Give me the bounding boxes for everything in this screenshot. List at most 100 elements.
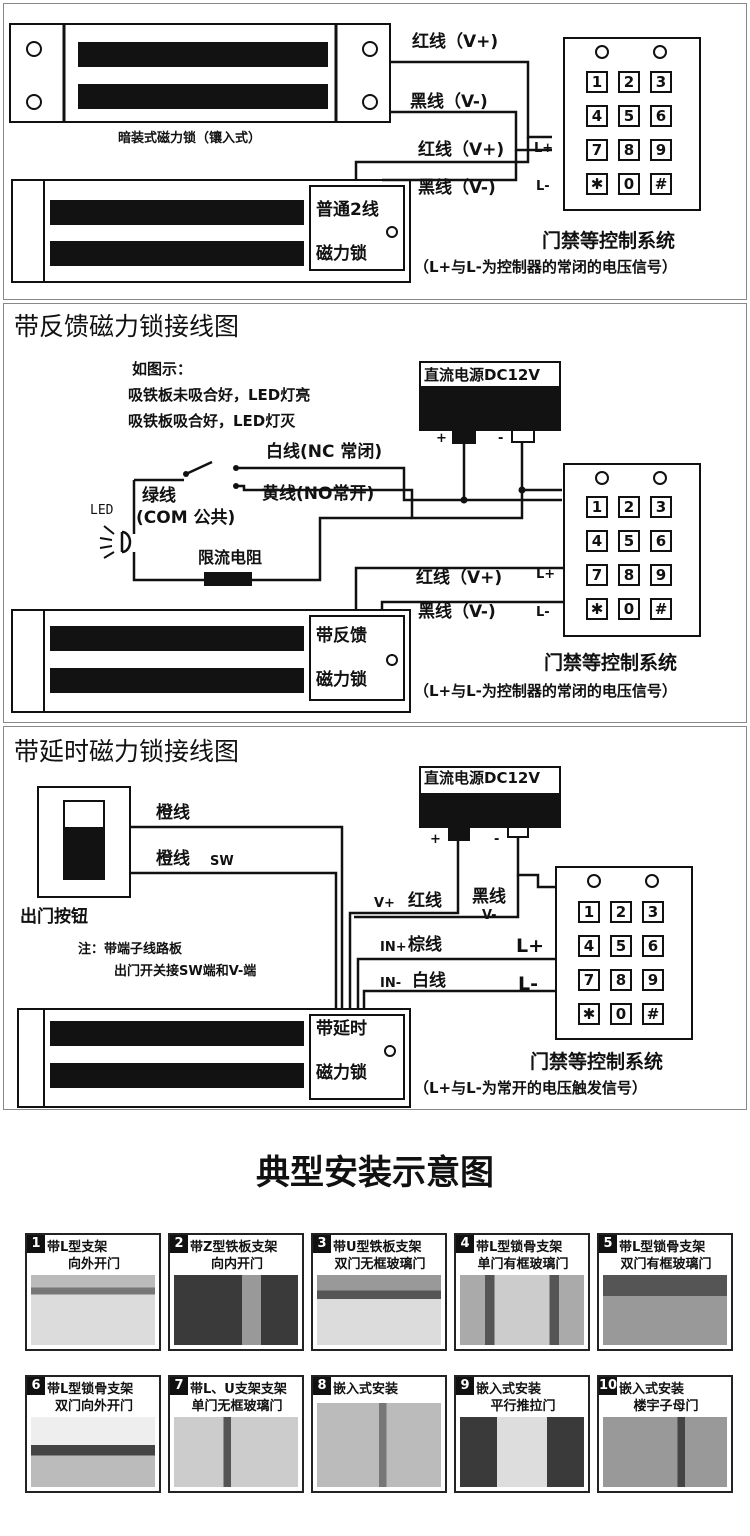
led-label: LED bbox=[90, 503, 114, 518]
install-line1: 带L型锁骨支架 bbox=[476, 1240, 563, 1255]
keypad-key: 1 bbox=[586, 71, 608, 93]
keypad-key: 3 bbox=[642, 901, 664, 923]
delay-wiring-panel: 带延时磁力锁接线图 直流电源DC12V + - 橙线 橙线 SW 出门按钮 注：… bbox=[3, 726, 747, 1110]
in-minus-label: IN- bbox=[380, 976, 402, 991]
l-plus-label: L+ bbox=[534, 141, 554, 156]
keypad-key: 1 bbox=[586, 496, 608, 518]
delay-lock-line1: 带延时 bbox=[316, 1019, 367, 1039]
delay-red-wire: 红线 bbox=[408, 891, 442, 911]
resistor-label: 限流电阻 bbox=[198, 548, 263, 567]
install-line1: 嵌入式安装 bbox=[476, 1382, 542, 1397]
install-photo bbox=[603, 1275, 727, 1345]
delay-note1: 注：带端子线路板 bbox=[78, 942, 183, 957]
delay-note2: 出门开关接SW端和V-端 bbox=[114, 964, 257, 979]
keypad-key: 6 bbox=[650, 530, 672, 552]
install-number: 5 bbox=[599, 1235, 617, 1253]
install-photo bbox=[603, 1417, 727, 1487]
feedback-access-note: （L+与L-为控制器的常闭的电压信号） bbox=[414, 682, 677, 700]
delay-title: 带延时磁力锁接线图 bbox=[14, 737, 240, 766]
feedback-wiring-lines bbox=[11, 361, 701, 713]
sw-label: SW bbox=[210, 854, 234, 869]
install-line1: 带Z型铁板支架 bbox=[190, 1240, 278, 1255]
keypad-key: 9 bbox=[642, 969, 664, 991]
keypad-key: 0 bbox=[618, 598, 640, 620]
keypad-key: # bbox=[650, 598, 672, 620]
delay-v-plus: V+ bbox=[374, 896, 395, 911]
keypad-key: 7 bbox=[586, 139, 608, 161]
keypad-key: 0 bbox=[610, 1003, 632, 1025]
install-line1: 嵌入式安装 bbox=[333, 1382, 399, 1397]
delay-v-minus: V- bbox=[482, 908, 497, 923]
install-line2: 单门有框玻璃门 bbox=[477, 1257, 569, 1272]
install-number: 9 bbox=[456, 1377, 474, 1395]
install-number: 4 bbox=[456, 1235, 474, 1253]
keypad-key: 5 bbox=[610, 935, 632, 957]
power-supply-label: 直流电源DC12V bbox=[424, 366, 540, 384]
delay-black-wire: 黑线 bbox=[472, 887, 506, 907]
install-number: 10 bbox=[599, 1377, 618, 1395]
delay-white-wire: 白线 bbox=[412, 971, 446, 991]
orange-sw-wire-label: 橙线 bbox=[156, 849, 190, 869]
keypad-key: 2 bbox=[618, 71, 640, 93]
install-number: 3 bbox=[313, 1235, 331, 1253]
red-wire-label-top: 红线（V+) bbox=[412, 32, 499, 52]
install-number: 7 bbox=[170, 1377, 188, 1395]
feedback-note1: 如图示： bbox=[132, 360, 193, 378]
feedback-access-title: 门禁等控制系统 bbox=[544, 652, 678, 674]
keypad-key: 1 bbox=[578, 901, 600, 923]
feedback-l-minus: L- bbox=[536, 605, 550, 620]
keypad-key: 5 bbox=[618, 105, 640, 127]
keypad-key: 6 bbox=[642, 935, 664, 957]
delay-access-title: 门禁等控制系统 bbox=[530, 1051, 664, 1073]
feedback-note2: 吸铁板未吸合好，LED灯亮 bbox=[128, 386, 311, 404]
install-line1: 带L型锁骨支架 bbox=[619, 1240, 706, 1255]
access-control-title: 门禁等控制系统 bbox=[542, 230, 676, 252]
brown-wire-label: 棕线 bbox=[408, 935, 442, 955]
basic-wiring-panel: 暗装式磁力锁（镶入式） 红线（V+) 黑线（V-) 红线（V+) 黑线（V-) … bbox=[3, 3, 747, 300]
install-line1: 嵌入式安装 bbox=[619, 1382, 685, 1397]
green-wire-label: 绿线 bbox=[142, 486, 176, 506]
install-number: 6 bbox=[27, 1377, 45, 1395]
keypad-key: 4 bbox=[586, 530, 608, 552]
feedback-lock-line2: 磁力锁 bbox=[316, 670, 367, 690]
feedback-lock-line1: 带反馈 bbox=[316, 626, 367, 646]
install-number: 1 bbox=[27, 1235, 45, 1253]
install-line1: 带U型铁板支架 bbox=[333, 1240, 422, 1255]
feedback-wiring-panel: 带反馈磁力锁接线图 如图示： 吸铁板未吸合好，LED灯亮 吸铁板吸合好，LED灯… bbox=[3, 303, 747, 723]
keypad-key: 4 bbox=[586, 105, 608, 127]
keypad-key: 8 bbox=[610, 969, 632, 991]
feedback-l-plus: L+ bbox=[536, 567, 556, 582]
install-line2: 双门无框玻璃门 bbox=[334, 1257, 426, 1272]
keypad-key: 2 bbox=[610, 901, 632, 923]
install-line2: 向内开门 bbox=[210, 1257, 263, 1272]
keypad-key: 9 bbox=[650, 564, 672, 586]
keypad-key: 8 bbox=[618, 139, 640, 161]
install-title: 典型安装示意图 bbox=[256, 1153, 494, 1193]
power-minus: - bbox=[498, 431, 504, 446]
keypad-key: # bbox=[650, 173, 672, 195]
install-line1: 带L型锁骨支架 bbox=[47, 1382, 134, 1397]
keypad-key: 7 bbox=[586, 564, 608, 586]
keypad-key: 8 bbox=[618, 564, 640, 586]
install-photo bbox=[31, 1417, 155, 1487]
install-line2: 双门向外开门 bbox=[54, 1399, 133, 1414]
basic-wiring-lines bbox=[9, 23, 701, 283]
keypad-key: # bbox=[642, 1003, 664, 1025]
keypad-key: 6 bbox=[650, 105, 672, 127]
keypad-key: 5 bbox=[618, 530, 640, 552]
lock-type-line1: 普通2线 bbox=[316, 200, 379, 220]
keypad-key: 3 bbox=[650, 496, 672, 518]
delay-lock-line2: 磁力锁 bbox=[316, 1063, 367, 1083]
embedded-lock-label: 暗装式磁力锁（镶入式） bbox=[118, 131, 262, 146]
install-photo bbox=[174, 1417, 298, 1487]
lock-type-line2: 磁力锁 bbox=[316, 244, 367, 264]
